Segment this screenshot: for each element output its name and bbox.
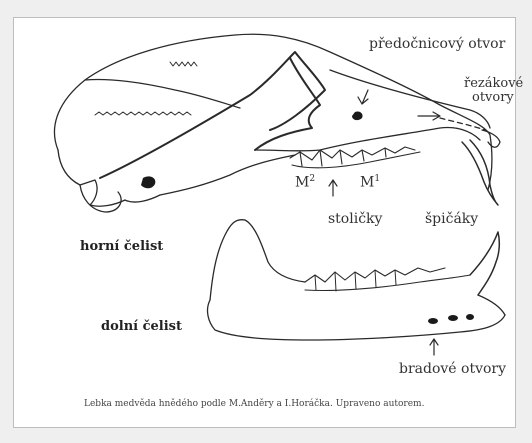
label-m1-base: M <box>360 175 374 191</box>
upper-canine <box>462 140 498 205</box>
mental-foramen-3 <box>466 314 474 320</box>
auditory-bulla <box>141 176 155 188</box>
mandible-ramus <box>210 220 305 300</box>
label-incisive-1: řezákové <box>464 77 523 90</box>
figure-caption: Lebka medvěda hnědého podle M.Anděry a I… <box>84 400 424 409</box>
label-m2-sup: 2 <box>309 174 315 184</box>
label-m1: M1 <box>360 175 380 190</box>
condyle <box>80 185 121 212</box>
arrow-molars <box>329 180 337 196</box>
label-molars: stoličky <box>328 212 382 226</box>
mandible-lower-edge <box>208 300 505 340</box>
mental-foramen-1 <box>428 318 438 324</box>
cranial-suture <box>95 112 191 115</box>
label-m1-sup: 1 <box>374 174 380 184</box>
upper-arrows <box>329 90 440 196</box>
cranium-outline <box>54 34 492 190</box>
frontal-suture <box>170 62 197 66</box>
label-infraorbital-foramen: předočnicový otvor <box>369 37 505 51</box>
maxilla-edge <box>255 128 480 151</box>
infraorbital-foramen <box>352 111 363 120</box>
mandible-symphysis <box>478 295 505 315</box>
upper-skull <box>54 34 500 212</box>
label-canines: špičáky <box>425 212 478 226</box>
mental-foramen-2 <box>448 315 458 321</box>
sagittal-crest <box>85 79 240 108</box>
zygomatic-arch <box>100 52 325 178</box>
label-m2-base: M <box>295 175 309 191</box>
arrow-mental <box>430 339 438 355</box>
label-mental-foramina: bradové otvory <box>399 362 506 376</box>
cranial-base <box>160 155 295 195</box>
lower-jaw <box>208 220 505 355</box>
label-incisive-2: otvory <box>472 91 514 104</box>
arrow-infraorbital <box>358 90 368 104</box>
label-lower-jaw: dolní čelist <box>101 320 182 333</box>
lower-canine <box>470 232 499 295</box>
arrow-incisive <box>418 112 440 120</box>
label-upper-jaw: horní čelist <box>80 240 163 253</box>
label-m2: M2 <box>295 175 315 190</box>
